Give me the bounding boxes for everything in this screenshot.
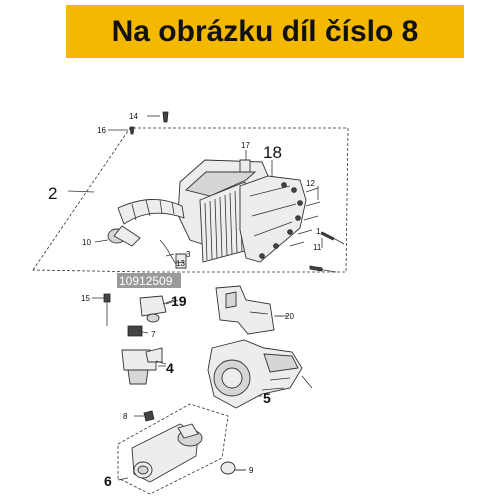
callout-10: 10 [82,238,91,247]
intake-hose [107,198,185,247]
callout-17: 17 [241,141,250,150]
callout-9: 9 [249,466,254,475]
o-ring-7 [127,325,149,337]
callout-16: 16 [97,126,106,135]
title-banner: Na obrázku díl číslo 8 [66,5,464,58]
callout-13: 13 [176,259,185,268]
sensor-19 [139,295,175,323]
bolts-11 [309,231,345,273]
callout-5: 5 [263,390,271,406]
callout-20: 20 [285,312,294,321]
injector-4 [121,347,167,385]
drain-hose [159,239,187,269]
callout-4: 4 [166,360,174,376]
throttle-body-5 [207,339,313,409]
callout-15: 15 [81,294,90,303]
callout-2: 2 [48,184,57,203]
screw-14 [147,111,169,123]
callout-19: 19 [171,293,187,309]
bracket-20 [215,285,282,335]
watermark-box [117,273,181,288]
callout-11: 11 [313,243,322,252]
air-filter-box [177,159,321,263]
intake-manifold-6 [131,423,203,483]
watermark-text: 10912509 [119,274,173,288]
callout-3: 3 [186,250,191,259]
callout-7: 7 [151,330,156,339]
callout-6: 6 [104,473,112,489]
callout-14: 14 [129,112,138,121]
callout-1: 1 [316,227,321,236]
bolt-15 [92,293,111,326]
nut-8 [134,410,155,422]
screw-16 [108,126,135,135]
air-filter-assembly-frame [32,127,349,273]
callout-8: 8 [123,412,128,421]
title-text: Na obrázku díl číslo 8 [111,14,419,48]
clip-17 [239,159,251,173]
clamp-9 [220,461,246,475]
callout-12: 12 [306,179,315,188]
leader-lines [67,150,323,481]
callout-18: 18 [263,143,282,162]
manifold-assembly-frame [117,403,229,495]
